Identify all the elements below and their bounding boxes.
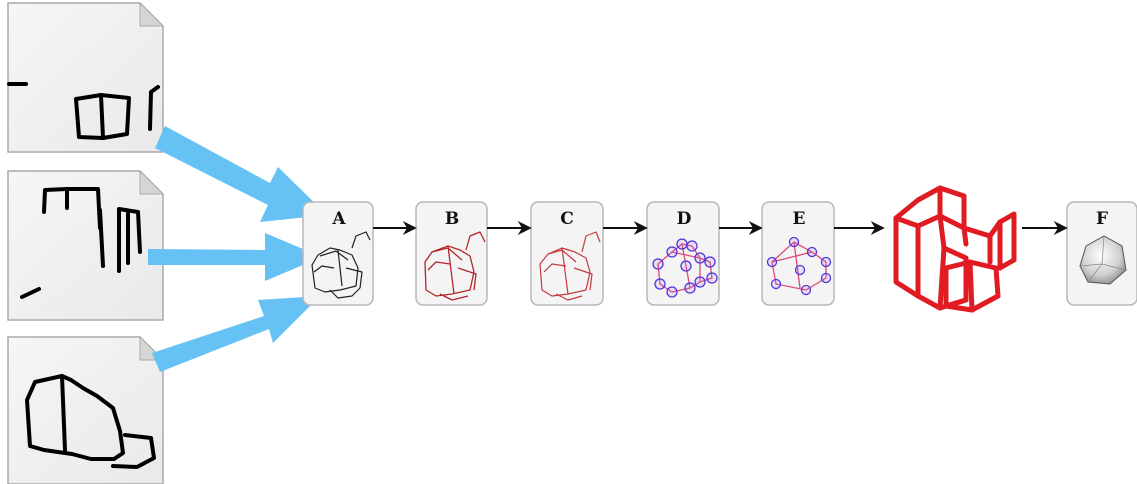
stage-label-f: F <box>1096 209 1108 229</box>
stage-card-f <box>1066 201 1137 306</box>
input-arrow-3 <box>152 296 320 372</box>
stage-card-d <box>646 201 720 306</box>
stage-card-a <box>302 201 374 306</box>
stage-card-b <box>415 201 488 306</box>
stage-label-d: D <box>677 209 692 229</box>
stage-label-b: B <box>445 209 459 229</box>
input-sketch-3 <box>7 335 165 484</box>
input-arrow-2 <box>148 233 322 281</box>
input-arrow-1 <box>155 126 327 222</box>
input-sketch-1 <box>7 1 165 153</box>
stage-card-e <box>761 201 835 306</box>
rendered-mesh <box>1079 235 1127 285</box>
input-arrows <box>148 126 327 372</box>
input-sketch-2 <box>7 169 165 321</box>
stage-label-e: E <box>793 209 806 229</box>
red-3d-model <box>893 185 1017 313</box>
stage-card-c <box>530 201 604 306</box>
stage-label-c: C <box>560 209 574 229</box>
stage-label-a: A <box>331 209 346 229</box>
